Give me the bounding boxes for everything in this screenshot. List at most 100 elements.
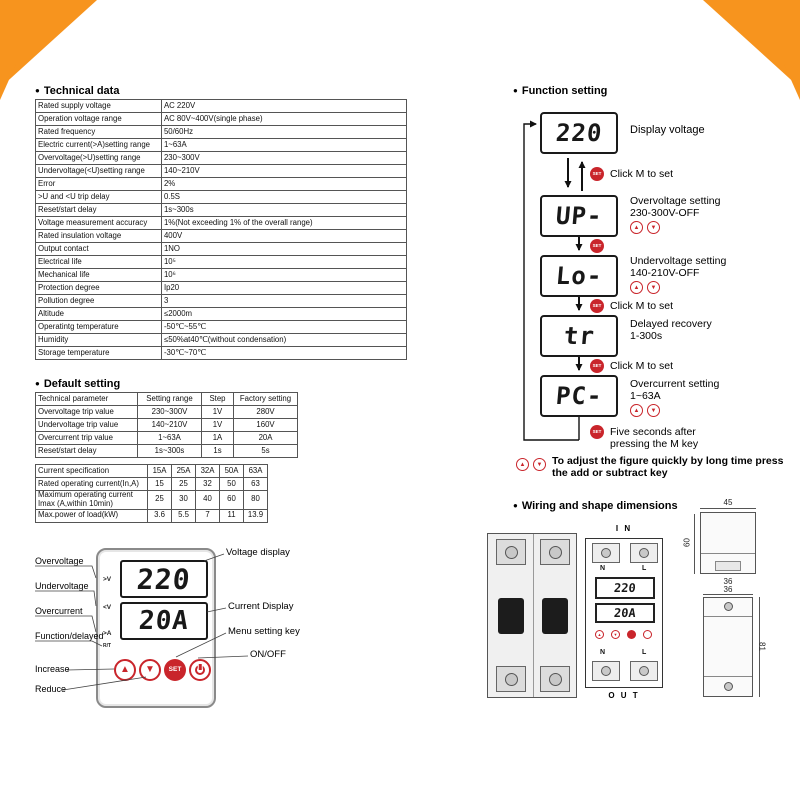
- click-m-text: Click M to set: [610, 360, 674, 372]
- spec-value: ≤2000m: [160, 307, 408, 321]
- table-row: Altitude≤2000m: [35, 307, 408, 321]
- decrease-icon: ▼: [533, 458, 546, 471]
- column-header: 50A: [219, 464, 244, 478]
- edge-decoration-right: [784, 64, 800, 100]
- spec-label: Max.power of load(kW): [35, 508, 148, 523]
- circuit-breaker-drawing: [487, 533, 577, 698]
- increase-icon: ▲: [630, 404, 643, 417]
- column-header: 25A: [171, 464, 196, 478]
- reset-time-indicator: R/T: [103, 643, 112, 649]
- spec-label: Protection degree: [35, 281, 162, 295]
- spec-value: 50/60Hz: [160, 125, 408, 139]
- breaker-toggle: [542, 598, 568, 634]
- spec-value: 15: [147, 477, 172, 491]
- step-subtitle: 140-210V-OFF: [630, 267, 700, 279]
- step-subtitle: 1-300s: [630, 330, 663, 342]
- spec-label: Voltage measurement accuracy: [35, 216, 162, 230]
- click-m-text: Click M to set: [610, 300, 674, 312]
- column-header: Current specification: [35, 464, 148, 478]
- input-label: I N: [615, 524, 633, 533]
- column-header: 15A: [147, 464, 172, 478]
- param-name: Overcurrent trip value: [35, 431, 138, 445]
- screw-terminal: [540, 666, 570, 692]
- step-title: Display voltage: [630, 124, 705, 136]
- output-label: O U T: [608, 691, 640, 700]
- step-title: Overcurrent setting: [630, 378, 720, 390]
- column-header: Step: [201, 392, 234, 406]
- screw-terminal: [496, 666, 526, 692]
- spec-label: Storage temperature: [35, 346, 162, 360]
- column-header: 63A: [243, 464, 268, 478]
- spec-value: 400V: [160, 229, 408, 243]
- menu-key-callout: Menu setting key: [228, 626, 300, 637]
- spec-value: 50: [219, 477, 244, 491]
- screw-terminal: [496, 539, 526, 565]
- dimension-width: 45: [723, 498, 733, 507]
- step-value: 1V: [201, 405, 234, 419]
- spec-value: 25: [171, 477, 196, 491]
- spec-value: 140~210V: [160, 164, 408, 178]
- table-row: Humidity≤50%at40℃(without condensation): [35, 333, 408, 347]
- set-key-icon: SET: [590, 425, 604, 439]
- spec-label: Pollution degree: [35, 294, 162, 308]
- step-subtitle: 1~63A: [630, 390, 661, 402]
- default-setting-table: Technical parameter Setting range Step F…: [35, 392, 298, 458]
- spec-label: Rated insulation voltage: [35, 229, 162, 243]
- spec-label: Rated operating current(In,A): [35, 477, 148, 491]
- table-row: Maximum operating current Imax (A,within…: [35, 490, 268, 510]
- step-value: 1A: [201, 431, 234, 445]
- screw-terminal: [592, 661, 620, 681]
- line-label: L: [642, 565, 647, 572]
- side-view-drawing: [703, 597, 753, 697]
- setting-range: 230~300V: [137, 405, 202, 419]
- step-value: 1s: [201, 444, 234, 458]
- top-view-drawing: [700, 512, 756, 574]
- screw-icon: [724, 682, 733, 691]
- spec-value: 7: [195, 508, 220, 523]
- spec-value: 2%: [160, 177, 408, 191]
- spec-label: Rated supply voltage: [35, 99, 162, 113]
- dimension-rail: 36: [723, 577, 733, 586]
- voltage-display: 220: [120, 560, 208, 598]
- table-row: Current specification 15A 25A 32A 50A 63…: [35, 464, 268, 478]
- power-button: [189, 659, 211, 681]
- overvoltage-indicator: >V: [103, 576, 112, 583]
- factory-setting: 20A: [233, 431, 298, 445]
- set-button: SET: [164, 659, 186, 681]
- function-delayed-label: Function/delayed: [35, 631, 104, 641]
- current-value: 20A: [613, 606, 637, 620]
- screw-icon: [639, 548, 649, 558]
- reduce-label: Reduce: [35, 684, 67, 694]
- screw-icon: [548, 545, 562, 559]
- dimension-line: [759, 597, 760, 697]
- spec-value: 5.5: [171, 508, 196, 523]
- device-profile-detail: [704, 616, 752, 617]
- decrease-button: ▼: [139, 659, 161, 681]
- spec-value: 80: [243, 490, 268, 510]
- spec-label: Operation voltage range: [35, 112, 162, 126]
- spec-value: AC 80V~400V(single phase): [160, 112, 408, 126]
- voltage-display-callout: Voltage display: [226, 547, 290, 558]
- heading-text: Default setting: [43, 378, 121, 390]
- lcd-value: 220: [554, 119, 604, 147]
- table-row: Operatintg temperature-50℃~55℃: [35, 320, 408, 334]
- spec-label: Mechanical life: [35, 268, 162, 282]
- undervoltage-label: Undervoltage: [35, 581, 89, 591]
- spec-label: Overvoltage(>U)setting range: [35, 151, 162, 165]
- spec-value: 63: [243, 477, 268, 491]
- step-title: Undervoltage setting: [630, 255, 727, 267]
- screw-icon: [504, 672, 518, 686]
- spec-value: 10⁵: [160, 255, 408, 269]
- function-setting-heading: ● Function setting: [513, 85, 607, 97]
